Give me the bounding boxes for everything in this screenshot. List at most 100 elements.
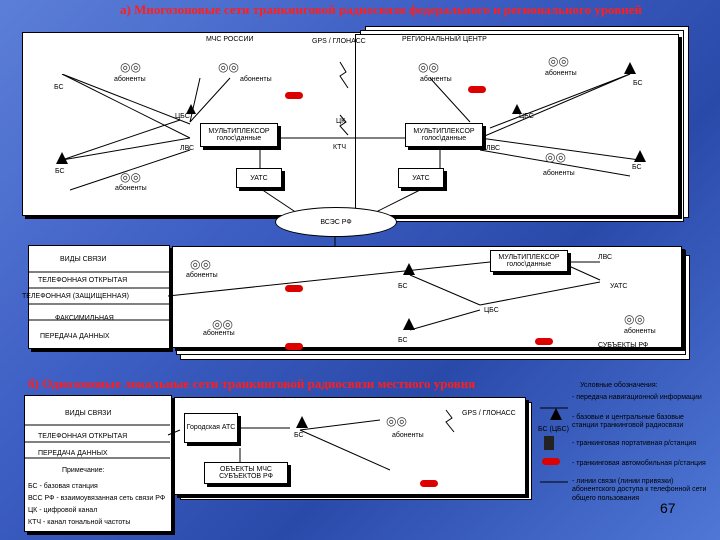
mux-label: МУЛЬТИПЛЕКСОР bbox=[498, 254, 560, 261]
tsk-label: ЦК bbox=[336, 118, 346, 125]
handset-icon: ◎◎ bbox=[120, 60, 141, 74]
mux-sub-label: голос\данные bbox=[506, 261, 552, 268]
bs-label: БС bbox=[55, 168, 65, 175]
tel-protected-label: ТЕЛЕФОННАЯ (ЗАЩИЩЕННАЯ) bbox=[22, 293, 129, 300]
legend-item-2: - базовые и центральные базовые станции … bbox=[572, 414, 684, 430]
title-b: б) Однозоновые локальные сети транкингов… bbox=[28, 376, 476, 391]
data-label: ПЕРЕДАЧА ДАННЫХ bbox=[40, 333, 110, 340]
note-4: КТЧ - канал тональной частоты bbox=[28, 519, 131, 526]
lvs-label: ЛВС bbox=[598, 254, 613, 261]
mux-sub-label: голос\данные bbox=[421, 135, 467, 142]
car-radio-icon bbox=[542, 458, 560, 465]
tss-label: ЦБС bbox=[484, 307, 499, 314]
bs-label: БС bbox=[633, 80, 643, 87]
tel-open-label: ТЕЛЕФОННАЯ ОТКРЫТАЯ bbox=[38, 277, 128, 284]
uats-label: УАТС bbox=[412, 174, 430, 182]
title-a: а) Многозоновые сети транкинговой радиос… bbox=[120, 2, 642, 17]
vidy-label: ВИДЫ СВЯЗИ bbox=[60, 256, 107, 263]
objects-label: ОБЪЕКТЫ МЧС bbox=[220, 466, 272, 473]
uats-label: УАТС bbox=[610, 283, 628, 290]
car-radio-icon bbox=[420, 480, 438, 487]
tel-open-label: ТЕЛЕФОННАЯ ОТКРЫТАЯ bbox=[38, 433, 128, 440]
handset-icon: ◎◎ bbox=[545, 150, 566, 164]
portable-radio-icon bbox=[544, 436, 554, 450]
handset-icon: ◎◎ bbox=[190, 257, 211, 271]
legend-bs-tss: БС (ЦБС) bbox=[538, 426, 569, 433]
central-station-icon bbox=[186, 104, 196, 114]
base-station-icon bbox=[296, 416, 308, 428]
legend-item-5: - линии связи (линии привязки) абонентск… bbox=[572, 478, 707, 502]
abonenty-label: абоненты bbox=[420, 76, 452, 83]
objects-box: ОБЪЕКТЫ МЧС СУБЪЕКТОВ РФ bbox=[204, 462, 288, 484]
handset-icon: ◎◎ bbox=[212, 317, 233, 331]
mchs-label: МЧС РОССИИ bbox=[206, 36, 254, 43]
bs-label: БС bbox=[398, 283, 408, 290]
base-station-icon bbox=[403, 263, 415, 275]
abonenty-label: абоненты bbox=[543, 170, 575, 177]
bs-label: БС bbox=[294, 432, 304, 439]
subjects-label: СУБЪЕКТЫ РФ bbox=[598, 342, 649, 349]
subjects-panel bbox=[172, 246, 682, 348]
data-label: ПЕРЕДАЧА ДАННЫХ bbox=[38, 450, 108, 457]
mux-label: МУЛЬТИПЛЕКСОР bbox=[208, 128, 270, 135]
abonenty-label: абоненты bbox=[392, 432, 424, 439]
base-station-icon bbox=[54, 62, 66, 74]
mux-label: МУЛЬТИПЛЕКСОР bbox=[413, 128, 475, 135]
abonenty-label: абоненты bbox=[203, 330, 235, 337]
gps-label: GPS / ГЛОНАСС bbox=[312, 38, 366, 45]
lvs-label: ЛВС bbox=[486, 145, 501, 152]
legend-item-3: - транкинговая портативная р/станция bbox=[572, 440, 697, 447]
abonenty-label: абоненты bbox=[545, 70, 577, 77]
tss-label: ЦБС bbox=[175, 113, 190, 120]
handset-icon: ◎◎ bbox=[418, 60, 439, 74]
city-ats-box: Городская АТС bbox=[184, 413, 238, 443]
car-radio-icon bbox=[285, 343, 303, 350]
base-station-icon bbox=[550, 408, 562, 420]
fax-label: ФАКСИМИЛЬНАЯ bbox=[55, 315, 114, 322]
handset-icon: ◎◎ bbox=[120, 170, 141, 184]
multiplexor-right: МУЛЬТИПЛЕКСОР голос\данные bbox=[405, 123, 483, 147]
ktch-label: КТЧ bbox=[333, 144, 347, 151]
legend-item-1: - передача навигационной информации bbox=[572, 394, 702, 401]
federal-panel bbox=[22, 32, 364, 216]
handset-icon: ◎◎ bbox=[386, 414, 407, 428]
mux-sub-label: голос\данные bbox=[216, 135, 262, 142]
bs-label: БС bbox=[398, 337, 408, 344]
page-number: 67 bbox=[660, 500, 676, 516]
city-ats-label: Городская АТС bbox=[186, 423, 236, 431]
vsss-label: ВСЭС РФ bbox=[320, 218, 352, 226]
legend-item-4: - транкинговая автомобильная р/станция bbox=[572, 460, 706, 467]
base-station-icon bbox=[56, 152, 68, 164]
uats-right: УАТС bbox=[398, 168, 444, 188]
bs-label: БС bbox=[54, 84, 64, 91]
note-2: ВСС РФ - взаимоувязанная сеть связи РФ bbox=[28, 495, 166, 502]
bs-label: БС bbox=[632, 164, 642, 171]
vsss-ellipse: ВСЭС РФ bbox=[275, 207, 397, 237]
base-station-icon bbox=[403, 318, 415, 330]
car-radio-icon bbox=[285, 285, 303, 292]
multiplexor-left: МУЛЬТИПЛЕКСОР голос\данные bbox=[200, 123, 278, 147]
abonenty-label: абоненты bbox=[114, 76, 146, 83]
base-station-icon bbox=[624, 62, 636, 74]
handset-icon: ◎◎ bbox=[624, 312, 645, 326]
handset-icon: ◎◎ bbox=[218, 60, 239, 74]
car-radio-icon bbox=[285, 92, 303, 99]
uats-left: УАТС bbox=[236, 168, 282, 188]
lvs-label: ЛВС bbox=[180, 145, 195, 152]
region-label: РЕГИОНАЛЬНЫЙ ЦЕНТР bbox=[402, 36, 487, 43]
objects-sub-label: СУБЪЕКТОВ РФ bbox=[219, 473, 273, 480]
abonenty-label: абоненты bbox=[115, 185, 147, 192]
base-station-icon bbox=[634, 150, 646, 162]
car-radio-icon bbox=[468, 86, 486, 93]
central-station-icon bbox=[512, 104, 522, 114]
note-3: ЦК - цифровой канал bbox=[28, 507, 98, 514]
vidy-label: ВИДЫ СВЯЗИ bbox=[65, 410, 112, 417]
car-radio-icon bbox=[535, 338, 553, 345]
note-title: Примечание: bbox=[62, 467, 105, 474]
legend-title: Условные обозначения: bbox=[580, 382, 658, 389]
handset-icon: ◎◎ bbox=[548, 54, 569, 68]
tss-label: ЦБС bbox=[519, 113, 534, 120]
note-1: БС - базовая станция bbox=[28, 483, 98, 490]
